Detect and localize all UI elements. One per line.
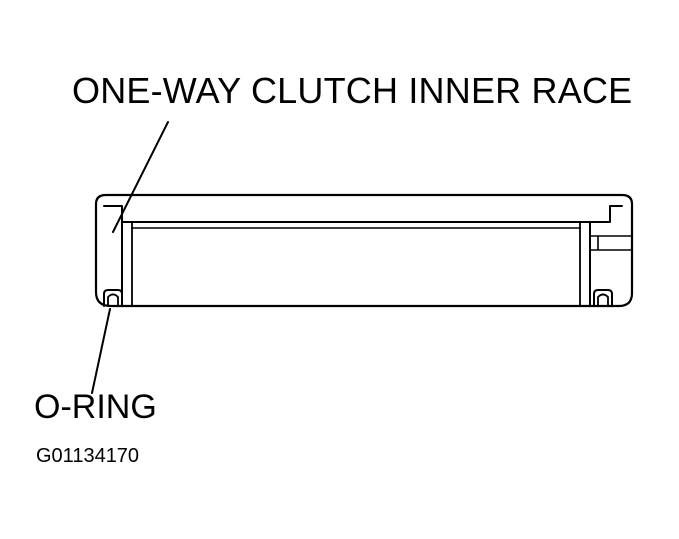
right-o-ring-groove: [593, 289, 613, 307]
left-o-ring: [107, 293, 119, 307]
inner-race-leader: [112, 121, 169, 233]
o-ring-label: O-RING: [34, 388, 157, 426]
inner-race-label: ONE-WAY CLUTCH INNER RACE: [72, 70, 633, 111]
figure-code: G01134170: [36, 445, 140, 467]
right-o-ring: [597, 293, 609, 307]
o-ring-leader: [91, 308, 111, 394]
left-o-ring-groove: [103, 289, 123, 307]
race-outer-outline: [94, 193, 634, 308]
race-top-flange: [103, 205, 623, 223]
oil-hole: [589, 235, 633, 251]
